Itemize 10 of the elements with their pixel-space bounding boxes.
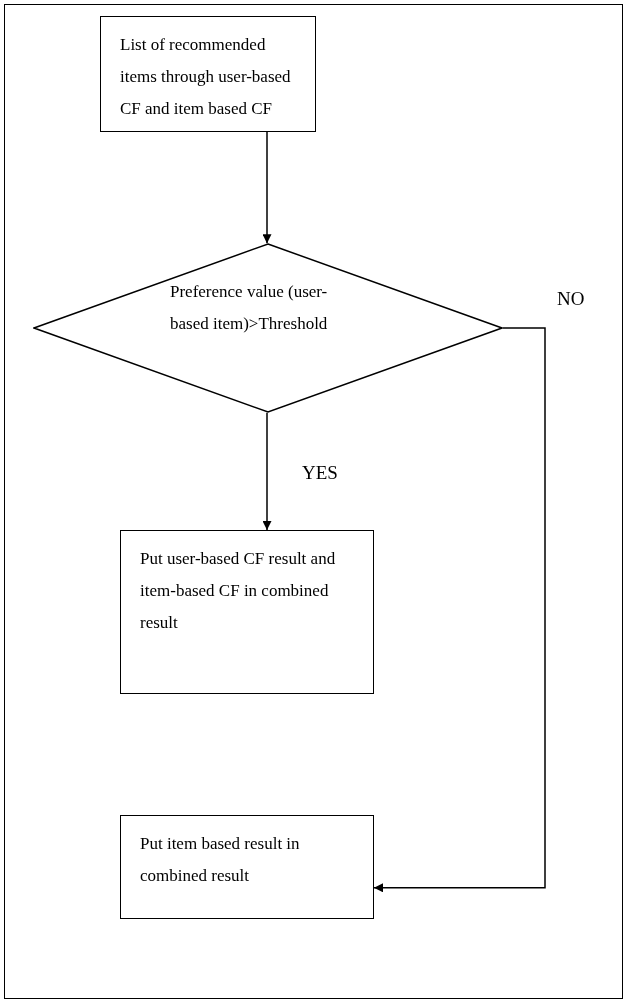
arrow [373, 327, 546, 893]
node-text: List of recommended items through user-based CF and item based CF [120, 34, 292, 120]
node-text: Put item based result in combined result [140, 833, 301, 887]
arrow [262, 131, 272, 245]
arrow [262, 411, 272, 531]
process-box [120, 815, 374, 919]
process-box [120, 530, 374, 694]
process-box [100, 16, 316, 132]
node-text: Preference value (user-based item)>Threshold [170, 281, 329, 335]
node-text: Put user-based CF result and item-based CF in combined result [140, 548, 337, 634]
